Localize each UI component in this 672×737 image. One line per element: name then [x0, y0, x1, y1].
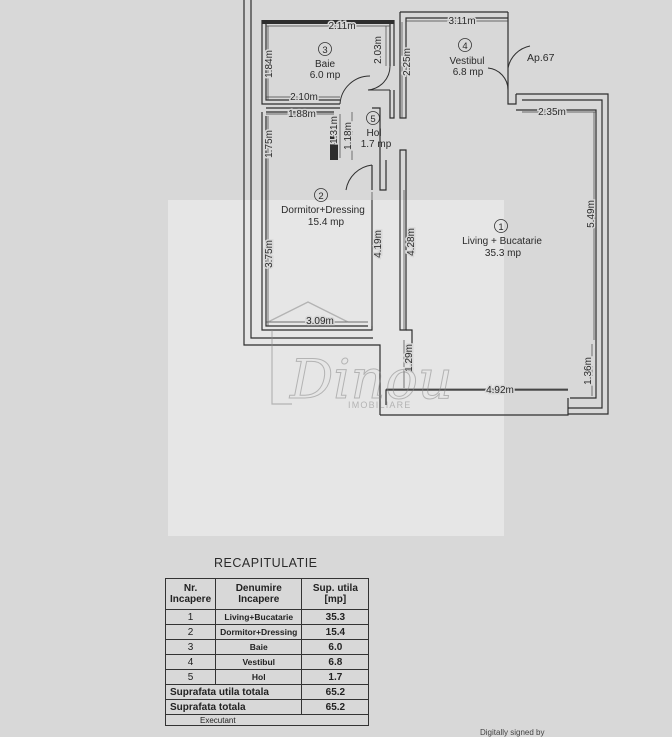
room-number: 1 — [498, 222, 503, 233]
dim-living-left-lower: 1.29m — [404, 344, 415, 372]
total-label: Suprafata totala — [164, 699, 303, 715]
footer-row: Executant — [164, 714, 370, 726]
dim-living-top: 2.35m — [538, 107, 566, 118]
cell-nr: 1 — [164, 609, 217, 625]
room-number-circle — [314, 188, 328, 202]
dim-hol-inner-right: 1.18m — [343, 122, 354, 150]
dimension-labels: 2.11m 3.11m 1.84m 2.03m 2.25m 2.10m 1.88… — [263, 15, 599, 398]
room-area: 6.0 mp — [310, 70, 341, 81]
table-header-row: Nr. Incapere Denumire Incapere Sup. util… — [164, 578, 370, 610]
cell-nr: 3 — [164, 639, 217, 655]
room-vestibul: 4 Vestibul 6.8 mp — [449, 38, 485, 78]
cell-area: 6.0 — [301, 639, 370, 655]
apartment-label: Ap.67 — [527, 52, 555, 64]
room-name: Vestibul — [449, 56, 484, 67]
dim-hol-inner-left: 1.31m — [329, 116, 340, 144]
room-living: 1 Living + Bucatarie 35.3 mp — [462, 219, 542, 259]
room-area: 1.7 mp — [361, 139, 392, 150]
total-value: 65.2 — [301, 699, 370, 715]
watermark-text: Dinou — [289, 348, 453, 411]
cell-area: 6.8 — [301, 654, 370, 670]
table-row: 2 Dormitor+Dressing 15.4 — [164, 624, 370, 640]
table-row: 4 Vestibul 6.8 — [164, 654, 370, 670]
table-row: 1 Living+Bucatarie 35.3 — [164, 609, 370, 625]
footer-executant: Executant — [164, 714, 370, 726]
dimension-lines — [266, 20, 596, 396]
dim-baie-left: 1.84m — [264, 50, 275, 78]
room-hol: 5 Hol 1.7 mp — [361, 111, 392, 150]
room-name: Baie — [315, 59, 335, 70]
door-swings — [339, 45, 531, 191]
cell-area: 15.4 — [301, 624, 370, 640]
room-name: Hol — [366, 128, 381, 139]
room-number-circle — [458, 38, 472, 52]
room-number-circle — [318, 42, 332, 56]
recap-table: Nr. Incapere Denumire Incapere Sup. util… — [164, 578, 370, 726]
room-name: Living + Bucatarie — [462, 236, 542, 247]
dim-vestibul-left: 2.25m — [402, 48, 413, 76]
watermark-subtext: IMOBILIARE — [348, 400, 412, 410]
header-nr: Nr. Incapere — [164, 578, 217, 610]
cell-nr: 5 — [164, 669, 217, 685]
cell-name: Living+Bucatarie — [215, 609, 303, 625]
total-row: Suprafata totala 65.2 — [164, 699, 370, 715]
total-util-value: 65.2 — [301, 684, 370, 700]
room-number: 2 — [318, 191, 323, 202]
watermark-logo: Dinou IMOBILIARE — [267, 301, 453, 412]
dim-dormitor-left-lower: 3.75m — [264, 240, 275, 268]
room-area: 35.3 mp — [485, 248, 522, 259]
dim-living-right-lower: 1.36m — [583, 357, 594, 385]
dim-corridor-right: 4.28m — [406, 228, 417, 256]
room-baie: 3 Baie 6.0 mp — [310, 42, 341, 81]
dim-baie-bottom: 2.10m — [290, 92, 318, 103]
dim-dormitor-right: 4.19m — [373, 230, 384, 258]
room-number-circle — [494, 219, 508, 233]
total-util-row: Suprafata utila totala 65.2 — [164, 684, 370, 700]
dim-living-bottom: 4.92m — [486, 385, 514, 396]
dim-hol-top: 1.88m — [288, 109, 316, 120]
table-row: 5 Hol 1.7 — [164, 669, 370, 685]
recap-title: RECAPITULATIE — [214, 556, 318, 570]
dim-baie-right: 2.03m — [373, 36, 384, 64]
digital-signature-note: Digitally signed by — [480, 728, 545, 737]
room-area: 15.4 mp — [308, 217, 345, 228]
cell-nr: 2 — [164, 624, 217, 640]
header-area: Sup. utila [mp] — [301, 578, 370, 610]
table-row: 3 Baie 6.0 — [164, 639, 370, 655]
dim-vestibul-top: 3.11m — [448, 16, 475, 27]
room-number: 5 — [370, 114, 375, 125]
dim-dormitor-bottom: 3.09m — [306, 316, 334, 327]
watermark-panel — [168, 200, 504, 536]
dim-living-right-upper: 5.49m — [586, 200, 597, 228]
cell-name: Dormitor+Dressing — [215, 624, 303, 640]
room-name: Dormitor+Dressing — [281, 205, 365, 216]
room-number: 3 — [322, 45, 327, 56]
total-util-label: Suprafata utila totala — [164, 684, 303, 700]
cell-name: Baie — [215, 639, 303, 655]
room-area: 6.8 mp — [453, 67, 484, 78]
room-number-circle — [366, 111, 380, 125]
dim-dormitor-left-upper: 1.75m — [264, 130, 275, 158]
dim-baie-top: 2.11m — [328, 21, 355, 32]
cell-nr: 4 — [164, 654, 217, 670]
header-name: Denumire Incapere — [215, 578, 303, 610]
cell-area: 1.7 — [301, 669, 370, 685]
walls — [243, 0, 609, 416]
room-number: 4 — [462, 41, 467, 52]
cell-name: Hol — [215, 669, 303, 685]
room-dormitor: 2 Dormitor+Dressing 15.4 mp — [281, 188, 365, 228]
cell-name: Vestibul — [215, 654, 303, 670]
cell-area: 35.3 — [301, 609, 370, 625]
